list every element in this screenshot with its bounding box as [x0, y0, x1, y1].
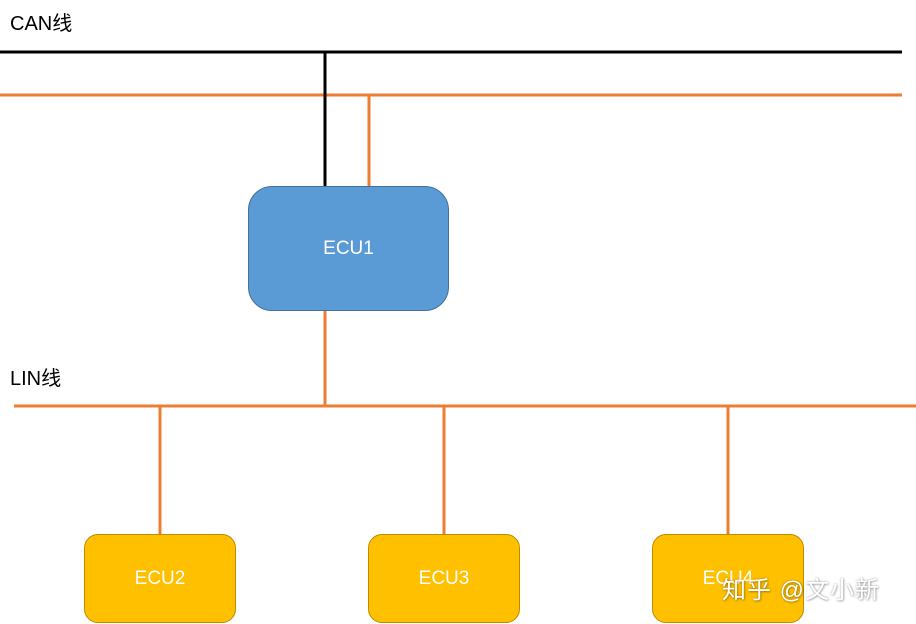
ecu4-label: ECU4: [702, 567, 754, 589]
ecu2-label: ECU2: [134, 567, 186, 589]
ecu4-node: ECU4: [652, 534, 804, 623]
can-bus-label: CAN线: [10, 13, 73, 35]
ecu1-node: ECU1: [248, 186, 449, 311]
ecu3-label: ECU3: [418, 567, 470, 589]
watermark: 知乎 @文小新: [722, 577, 881, 604]
ecu1-label: ECU1: [323, 237, 374, 259]
ecu3-node: ECU3: [368, 534, 520, 623]
lin-bus-label: LIN线: [10, 368, 62, 390]
ecu2-node: ECU2: [84, 534, 236, 623]
